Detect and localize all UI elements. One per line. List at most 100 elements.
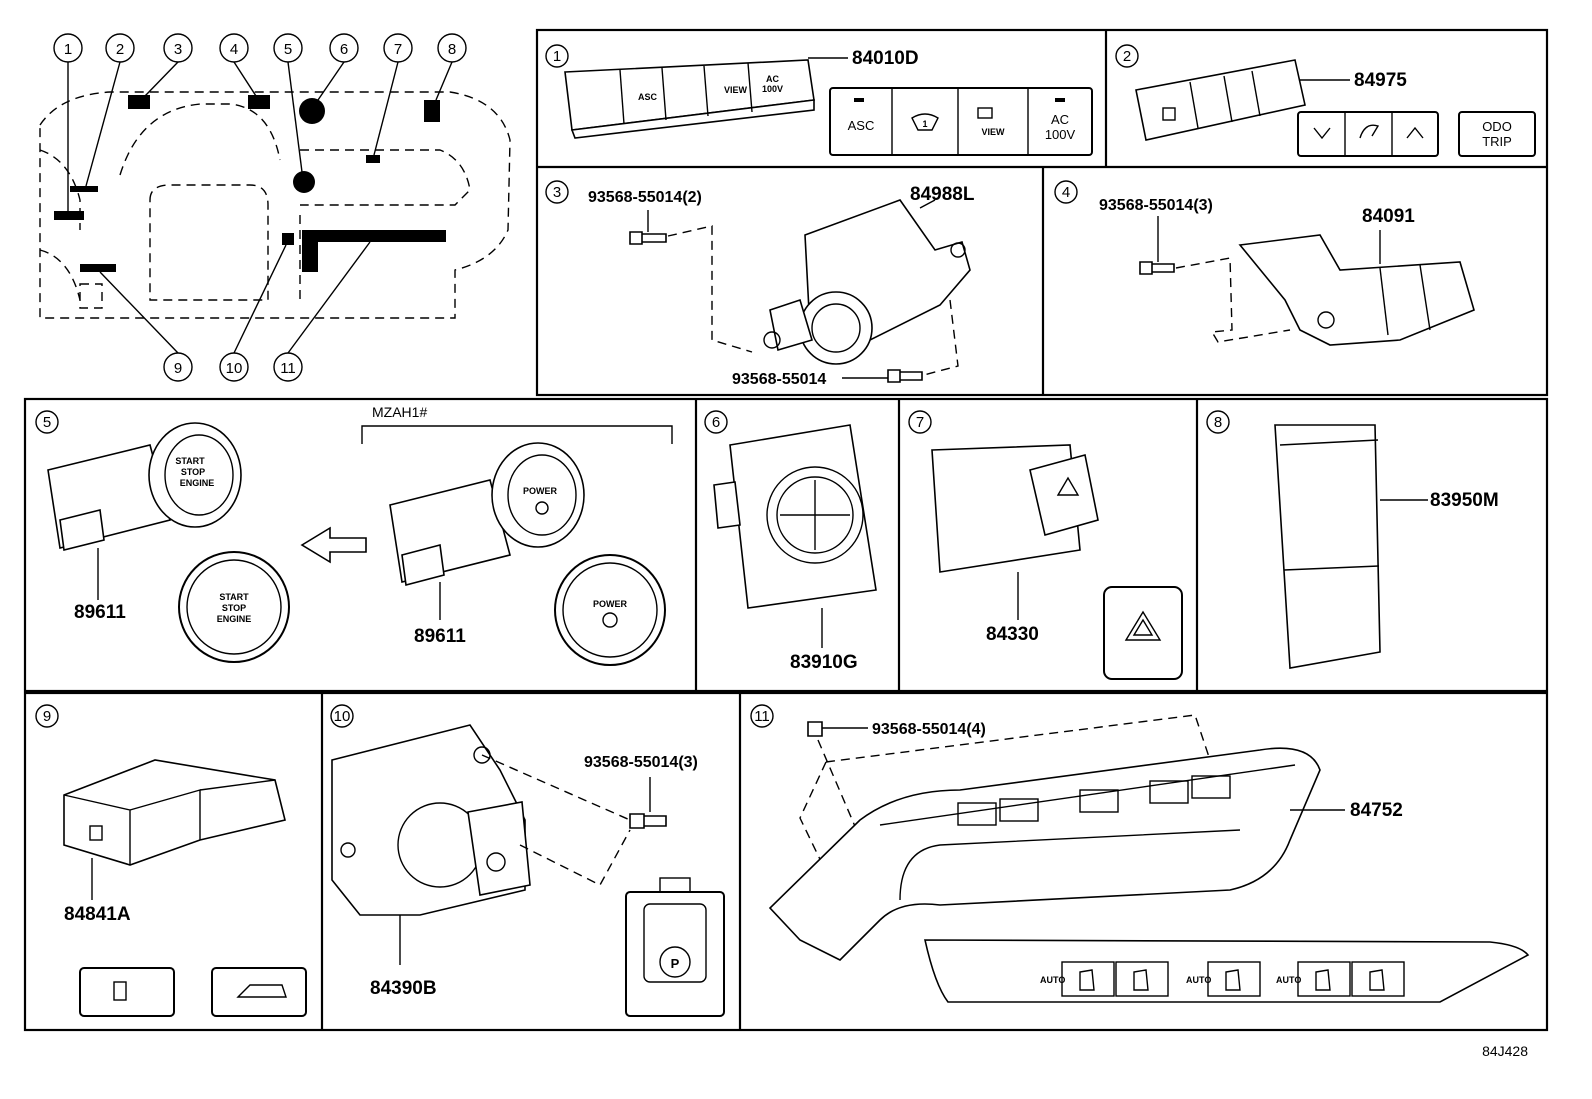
panel-2-index: 2: [1123, 48, 1131, 65]
svg-text:AC: AC: [1051, 112, 1069, 127]
screw-number-p3-b: 93568-55014: [732, 371, 826, 388]
part-number-84988L: 84988L: [910, 184, 975, 205]
svg-text:1: 1: [922, 119, 927, 129]
panel-7-index: 7: [916, 414, 924, 431]
svg-text:ENGINE: ENGINE: [217, 614, 252, 624]
fuel-door-icon: [113, 981, 127, 1001]
svg-text:ENGINE: ENGINE: [180, 478, 215, 488]
svg-text:ODO: ODO: [1482, 119, 1512, 134]
svg-text:9: 9: [174, 360, 182, 377]
panel-10: 10 93568-55014(3) 84390B P: [330, 704, 725, 1017]
panel-5: 5 START STOP ENGINE 89611 START STOP ENG…: [35, 404, 673, 666]
hazard-icon: [1056, 476, 1080, 496]
panel-8: 8 83950M: [1206, 410, 1499, 669]
panel-2-key-strip: ODO TRIP: [1297, 111, 1536, 157]
part-number-89611-right: 89611: [414, 626, 466, 647]
camera-view-icon: [977, 107, 993, 119]
overview-callouts: 1 2 3 4 5 6 7 8 9 10 11: [53, 33, 467, 382]
power-icon: [535, 501, 549, 515]
panel-9-index: 9: [43, 708, 51, 725]
seat-heater-icon: [1315, 969, 1331, 991]
overview-callout-9: 9: [163, 352, 193, 382]
panel-10-index: 10: [334, 708, 351, 725]
svg-text:10: 10: [226, 360, 243, 377]
svg-text:START: START: [175, 456, 205, 466]
svg-text:AUTO: AUTO: [1276, 975, 1301, 985]
overview-callout-11: 11: [273, 352, 303, 382]
svg-text:AC: AC: [766, 74, 779, 84]
svg-text:AUTO: AUTO: [1040, 975, 1065, 985]
parking-brake-icon: [486, 852, 506, 872]
parking-brake-icon: [659, 946, 691, 978]
svg-text:5: 5: [284, 41, 292, 58]
panel-9: 9 84841A: [35, 704, 307, 1017]
overview-callout-3: 3: [163, 33, 193, 63]
svg-text:100V: 100V: [1045, 127, 1076, 142]
variant-label: MZAH1#: [372, 404, 427, 420]
svg-text:POWER: POWER: [523, 486, 558, 496]
svg-text:2: 2: [116, 41, 124, 58]
part-number-84091: 84091: [1362, 206, 1415, 227]
seat-heater-icon: [1133, 969, 1149, 991]
screw-number-p3-a: 93568-55014(2): [588, 189, 702, 206]
panel-6: 6 83910G: [704, 410, 877, 673]
overview-callout-4: 4: [219, 33, 249, 63]
seat-heater-icon: [1079, 969, 1095, 991]
dashboard-overview: 1 2 3 4 5 6 7 8 9 10 11: [39, 33, 511, 382]
overview-callout-5: 5: [273, 33, 303, 63]
reference-code: 84J428: [1482, 1043, 1528, 1059]
overview-callout-1: 1: [53, 33, 83, 63]
svg-text:100V: 100V: [762, 84, 783, 94]
panel-6-index: 6: [712, 414, 720, 431]
svg-text:VIEW: VIEW: [981, 127, 1005, 137]
panel-1-index: 1: [553, 48, 561, 65]
part-number-84752: 84752: [1350, 800, 1403, 821]
chevron-up-icon: [1406, 126, 1424, 139]
panel-4-index: 4: [1062, 184, 1070, 201]
svg-text:ASC: ASC: [638, 92, 658, 102]
overview-callout-2: 2: [105, 33, 135, 63]
svg-text:TRIP: TRIP: [1482, 134, 1512, 149]
screw-number-p4: 93568-55014(3): [1099, 197, 1213, 214]
hazard-icon: [1124, 610, 1162, 641]
chevron-down-icon: [1313, 127, 1331, 140]
part-number-84975: 84975: [1354, 70, 1407, 91]
svg-text:STOP: STOP: [222, 603, 246, 613]
panel-3-index: 3: [553, 184, 561, 201]
panel-7: 7 84330: [908, 410, 1183, 680]
svg-text:8: 8: [448, 41, 456, 58]
back-door-icon: [236, 984, 287, 998]
steering-assist-icon: [1359, 124, 1380, 139]
part-number-84010D: 84010D: [852, 48, 919, 69]
overview-callout-10: 10: [219, 352, 249, 382]
svg-text:ASC: ASC: [848, 118, 875, 133]
overview-callout-7: 7: [383, 33, 413, 63]
seat-heater-icon: [1225, 969, 1241, 991]
panel-11: 11 93568-55014(4) 84752 AUTO AUTO AUTO: [750, 704, 1530, 1003]
panel-3: 3 93568-55014(2) 84988L 93568-55014: [545, 180, 975, 388]
svg-text:1: 1: [64, 41, 72, 58]
svg-text:POWER: POWER: [593, 599, 628, 609]
overview-callout-8: 8: [437, 33, 467, 63]
panel-2: 2 84975 ODO TRIP: [1115, 44, 1536, 157]
panel-frames: [23, 28, 1549, 1032]
seat-heater-icon: [1369, 969, 1385, 991]
panel-4: 4 93568-55014(3) 84091: [1054, 180, 1475, 346]
svg-text:3: 3: [174, 41, 182, 58]
part-number-84390B: 84390B: [370, 978, 437, 999]
part-number-83910G: 83910G: [790, 652, 858, 673]
overview-callout-6: 6: [329, 33, 359, 63]
panel-11-key-face: AUTO AUTO AUTO: [1040, 961, 1405, 997]
part-number-84330: 84330: [986, 624, 1039, 645]
svg-text:11: 11: [280, 360, 296, 377]
power-icon: [602, 612, 618, 628]
screw-number-p10: 93568-55014(3): [584, 754, 698, 771]
screw-number-p11: 93568-55014(4): [872, 721, 986, 738]
panel-1: 1 ASC VIEW AC 100V 84010D ASC 1 VIEW AC …: [545, 44, 1093, 156]
svg-text:P: P: [671, 956, 680, 971]
part-number-89611-left: 89611: [74, 602, 126, 623]
svg-text:STOP: STOP: [181, 467, 205, 477]
svg-text:AUTO: AUTO: [1186, 975, 1211, 985]
part-number-84841A: 84841A: [64, 904, 131, 925]
